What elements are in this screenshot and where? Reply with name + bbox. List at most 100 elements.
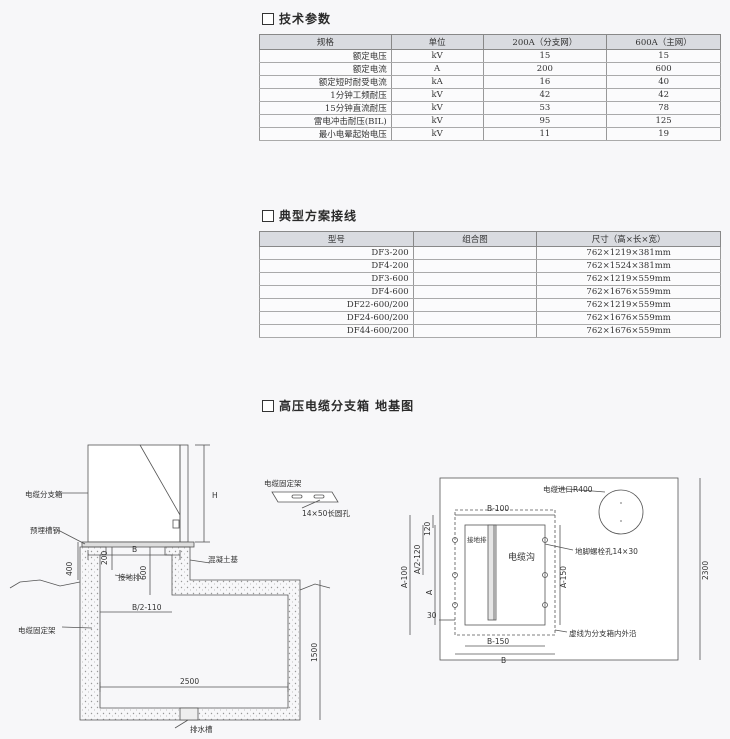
table-row: DF3-600 762×1219×559mm xyxy=(259,272,721,286)
label-bracket-title: 电缆固定架 xyxy=(264,478,302,488)
section-title-foundation: 高压电缆分支箱 地基图 xyxy=(262,397,414,414)
table-cell: DF44-600/200 xyxy=(259,324,414,338)
table-cell xyxy=(412,259,538,273)
label-cabinet: 电缆分支箱 xyxy=(25,489,63,499)
section-title-tech-params: 技术参数 xyxy=(262,10,331,27)
table-cell: 16 xyxy=(482,75,608,89)
dim-200: 200 xyxy=(100,550,109,565)
label-drain: 排水槽 xyxy=(190,724,213,734)
table-cell: DF24-600/200 xyxy=(259,311,414,325)
table-cell: 15 xyxy=(482,49,608,63)
table-cell: 95 xyxy=(482,114,608,128)
table-cell: 11 xyxy=(482,127,608,141)
table-cell: kV xyxy=(390,114,484,128)
dim-a-150: A-150 xyxy=(559,566,568,588)
table-row: DF24-600/200 762×1676×559mm xyxy=(259,311,721,325)
table-cell: kV xyxy=(390,49,484,63)
table-cell: kV xyxy=(390,127,484,141)
table-cell: A xyxy=(390,62,484,76)
foundation-section-diagram: 电缆分支箱 预埋槽钢 接地排 混凝土基 电缆固定架 排水槽 H B 400 20… xyxy=(9,444,331,734)
checkbox-square-icon xyxy=(262,12,274,25)
dim-600: 600 xyxy=(139,565,148,580)
section-title-schemes: 典型方案接线 xyxy=(262,207,357,224)
table-cell: 42 xyxy=(606,88,721,102)
column-header: 200A（分支网） xyxy=(482,34,608,50)
table-row: DF3-200 762×1219×381mm xyxy=(259,246,721,260)
table-cell: 53 xyxy=(482,101,608,115)
section-title-text: 典型方案接线 xyxy=(279,209,358,223)
cable-bracket-diagram: 电缆固定架 14×50长圆孔 xyxy=(264,478,350,518)
label-cable-bracket: 电缆固定架 xyxy=(18,625,56,635)
table-cell: kA xyxy=(390,75,484,89)
column-header: 600A（主网） xyxy=(606,34,721,50)
table-cell: 最小电晕起始电压 xyxy=(259,127,392,141)
table-cell: 15分钟直流耐压 xyxy=(259,101,392,115)
table-cell: 762×1676×559mm xyxy=(536,285,721,299)
table-cell: 42 xyxy=(482,88,608,102)
table-cell: 600 xyxy=(606,62,721,76)
column-header: 组合图 xyxy=(412,231,538,247)
table-cell: 125 xyxy=(606,114,721,128)
table-cell: 40 xyxy=(606,75,721,89)
table-cell: 762×1676×559mm xyxy=(536,311,721,325)
label-bracket-hole: 14×50长圆孔 xyxy=(302,508,350,518)
table-header-row: 型号组合图尺寸（高×长×宽） xyxy=(259,231,721,247)
table-cell: 762×1219×381mm xyxy=(536,246,721,260)
dim-b: B xyxy=(132,545,137,554)
table-row: DF44-600/200 762×1676×559mm xyxy=(259,324,721,338)
section-title-text: 高压电缆分支箱 地基图 xyxy=(279,399,415,413)
table-cell xyxy=(412,311,538,325)
column-header: 单位 xyxy=(390,34,484,50)
dim-b-100: B-100 xyxy=(487,504,509,513)
dim-b-150: B-150 xyxy=(487,637,509,646)
table-cell: DF3-600 xyxy=(259,272,414,286)
table-cell: kV xyxy=(390,101,484,115)
dim-1500: 1500 xyxy=(310,643,319,662)
dim-2500: 2500 xyxy=(180,677,199,686)
table-cell: DF3-200 xyxy=(259,246,414,260)
table-cell: 15 xyxy=(606,49,721,63)
column-header: 尺寸（高×长×宽） xyxy=(536,231,721,247)
table-cell: DF4-600 xyxy=(259,285,414,299)
table-cell: 额定电流 xyxy=(259,62,392,76)
table-row: DF4-600 762×1676×559mm xyxy=(259,285,721,299)
table-cell xyxy=(412,298,538,312)
table-cell: 额定短时耐受电流 xyxy=(259,75,392,89)
dim-b2-110: B/2-110 xyxy=(132,603,162,612)
table-cell: 762×1219×559mm xyxy=(536,272,721,286)
dim-400: 400 xyxy=(65,561,74,576)
dim-2300: 2300 xyxy=(701,561,710,580)
table-cell: DF22-600/200 xyxy=(259,298,414,312)
label-anchor-bolt: 地脚螺栓孔14×30 xyxy=(575,546,638,556)
table-cell: 762×1676×559mm xyxy=(536,324,721,338)
label-cable-trench: 电缆沟 xyxy=(508,551,535,563)
dim-a-100: A-100 xyxy=(400,566,409,588)
table-cell: 762×1524×381mm xyxy=(536,259,721,273)
table-cell: 200 xyxy=(482,62,608,76)
table-cell: 78 xyxy=(606,101,721,115)
dim-a: A xyxy=(425,589,434,595)
dim-h: H xyxy=(212,491,218,500)
dim-a2-120: A/2-120 xyxy=(413,544,422,574)
table-cell xyxy=(412,285,538,299)
label-ground-bar: 接地排 xyxy=(118,572,141,582)
column-header: 规格 xyxy=(259,34,392,50)
table-cell: kV xyxy=(390,88,484,102)
dim-30: 30 xyxy=(427,611,437,620)
table-cell xyxy=(412,246,538,260)
table-cell: 19 xyxy=(606,127,721,141)
column-header: 型号 xyxy=(259,231,414,247)
table-cell xyxy=(412,272,538,286)
